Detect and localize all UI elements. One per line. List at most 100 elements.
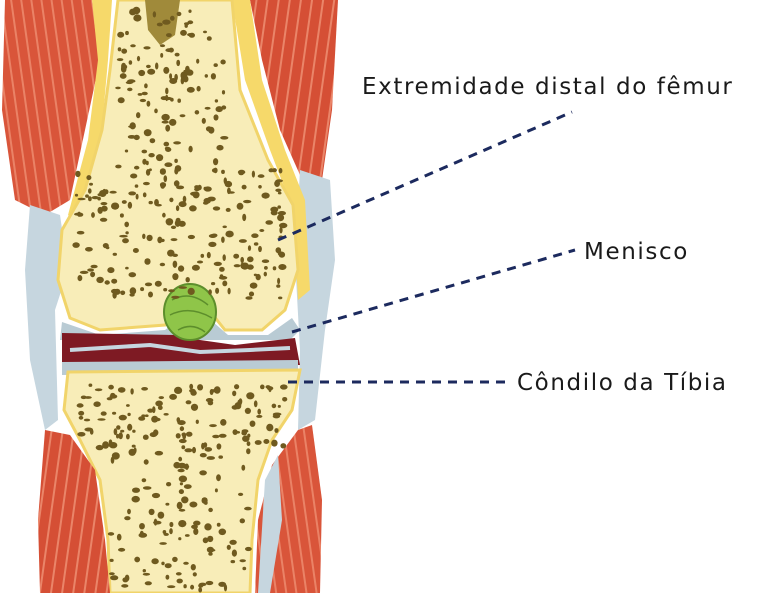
bone-pore bbox=[176, 218, 181, 224]
bone-pore bbox=[155, 63, 158, 70]
bone-pore bbox=[122, 577, 128, 582]
bone-pore bbox=[192, 447, 196, 453]
bone-pore bbox=[119, 432, 123, 439]
bone-pore bbox=[129, 60, 133, 65]
bone-pore bbox=[183, 76, 189, 83]
bone-pore bbox=[193, 572, 197, 576]
bone-pore bbox=[179, 509, 186, 512]
bone-pore bbox=[165, 503, 169, 506]
bone-pore bbox=[258, 174, 265, 178]
bone-pore bbox=[208, 289, 212, 295]
bone-pore bbox=[198, 587, 202, 592]
bone-pore bbox=[260, 385, 265, 390]
bone-pore bbox=[180, 114, 186, 117]
bone-pore bbox=[72, 242, 79, 248]
bone-pore bbox=[154, 109, 158, 114]
bone-pore bbox=[152, 493, 160, 498]
bone-pore bbox=[147, 101, 151, 107]
bone-pore bbox=[86, 175, 91, 180]
bone-pore bbox=[279, 227, 282, 234]
bone-pore bbox=[272, 404, 277, 409]
bone-pore bbox=[178, 520, 186, 527]
bone-pore bbox=[185, 24, 188, 28]
bone-pore bbox=[221, 170, 225, 174]
bone-pore bbox=[180, 426, 184, 431]
bone-pore bbox=[126, 404, 130, 407]
bone-pore bbox=[238, 170, 245, 175]
bone-pore bbox=[144, 258, 150, 265]
bone-pore bbox=[191, 404, 198, 411]
bone-pore bbox=[143, 46, 150, 49]
bone-pore bbox=[79, 416, 84, 420]
bone-pore bbox=[153, 429, 158, 435]
bone-pore bbox=[278, 251, 284, 255]
bone-pore bbox=[121, 63, 126, 70]
bone-pore bbox=[177, 579, 183, 584]
bone-pore bbox=[208, 508, 213, 512]
bone-pore bbox=[160, 44, 165, 47]
bone-pore bbox=[191, 564, 196, 570]
femur-label: Extremidade distal do fêmur bbox=[362, 76, 733, 99]
bone-pore bbox=[249, 292, 254, 297]
bone-pore bbox=[274, 428, 278, 433]
bone-pore bbox=[165, 125, 170, 132]
bone-pore bbox=[206, 398, 213, 402]
bone-pore bbox=[110, 394, 118, 398]
bone-pore bbox=[161, 114, 169, 121]
bone-pore bbox=[173, 141, 181, 144]
bone-pore bbox=[211, 234, 217, 238]
bone-pore bbox=[221, 237, 225, 243]
bone-pore bbox=[234, 403, 241, 410]
bone-pore bbox=[169, 522, 173, 527]
bone-pore bbox=[166, 33, 172, 37]
bone-pore bbox=[227, 545, 231, 550]
bone-pore bbox=[116, 425, 120, 430]
bone-pore bbox=[178, 457, 182, 462]
bone-pore bbox=[269, 168, 274, 172]
bone-pore bbox=[183, 562, 189, 565]
bone-pore bbox=[127, 413, 130, 416]
bone-pore bbox=[246, 392, 254, 399]
bone-pore bbox=[171, 226, 176, 229]
bone-pore bbox=[78, 411, 84, 416]
bone-pore bbox=[165, 88, 168, 95]
bone-pore bbox=[266, 424, 273, 431]
bone-pore bbox=[134, 135, 140, 140]
bone-pore bbox=[264, 272, 267, 277]
bone-pore bbox=[151, 416, 158, 423]
bone-pore bbox=[219, 529, 227, 536]
bone-pore bbox=[254, 274, 258, 277]
bone-pore bbox=[214, 63, 218, 67]
bone-pore bbox=[191, 525, 198, 529]
bone-pore bbox=[134, 166, 139, 170]
bone-pore bbox=[165, 95, 168, 101]
bone-pore bbox=[187, 33, 194, 36]
bone-pore bbox=[115, 87, 121, 90]
bone-pore bbox=[138, 70, 145, 76]
bone-pore bbox=[126, 434, 130, 440]
bone-pore bbox=[141, 387, 148, 391]
bone-pore bbox=[208, 552, 212, 555]
bone-pore bbox=[250, 283, 258, 289]
bone-pore bbox=[87, 268, 94, 271]
bone-pore bbox=[180, 30, 187, 36]
bone-pore bbox=[264, 266, 268, 270]
bone-pore bbox=[118, 97, 125, 103]
bone-pore bbox=[148, 292, 153, 298]
bone-pore bbox=[217, 523, 221, 527]
bone-pore bbox=[197, 86, 201, 92]
bone-pore bbox=[271, 210, 278, 215]
bone-pore bbox=[174, 168, 178, 175]
bone-pore bbox=[262, 193, 270, 199]
bone-pore bbox=[95, 388, 103, 391]
bone-pore bbox=[177, 417, 181, 422]
bone-pore bbox=[278, 211, 286, 215]
bone-pore bbox=[111, 279, 117, 284]
bone-pore bbox=[150, 138, 156, 143]
bone-pore bbox=[177, 12, 182, 16]
bone-pore bbox=[101, 202, 108, 205]
bone-pore bbox=[161, 562, 164, 566]
bone-pore bbox=[234, 384, 239, 389]
bone-pore bbox=[101, 206, 108, 212]
bone-pore bbox=[140, 287, 144, 291]
